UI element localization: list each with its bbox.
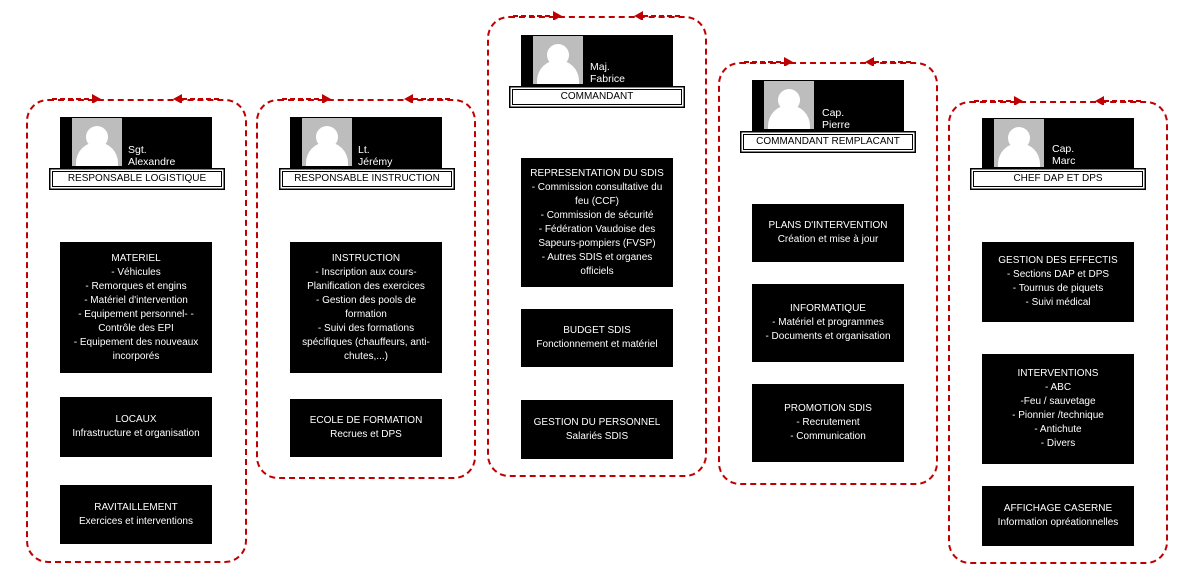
dashed-frame [487,16,707,477]
arrow-right-icon [744,57,793,66]
arrow-left-icon [634,11,683,20]
task-box: BUDGET SDIS Fonctionnement et matériel [521,309,673,367]
arrow-left-icon [865,57,914,66]
role-label: COMMANDANT REMPLACANT [743,134,913,150]
task-box: INSTRUCTION - Inscription aux cours- Pla… [290,242,442,373]
arrow-right-icon [52,94,101,103]
task-box: INTERVENTIONS - ABC -Feu / sauvetage - P… [982,354,1134,464]
role-label: CHEF DAP ET DPS [973,171,1143,187]
arrow-right-icon [282,94,331,103]
arrow-left-icon [404,94,453,103]
task-box: PROMOTION SDIS - Recrutement - Communica… [752,384,904,462]
dashed-frame [718,62,938,485]
arrow-right-icon [974,96,1023,105]
dashed-frame [26,99,247,563]
task-box: RAVITAILLEMENT Exercices et intervention… [60,485,212,544]
task-box: GESTION DES EFFECTIS - Sections DAP et D… [982,242,1134,322]
dashed-frame [256,99,476,479]
role-label: RESPONSABLE INSTRUCTION [282,171,452,187]
task-box: MATERIEL - Véhicules - Remorques et engi… [60,242,212,373]
arrow-left-icon [173,94,222,103]
task-box: LOCAUX Infrastructure et organisation [60,397,212,457]
task-box: PLANS D'INTERVENTION Création et mise à … [752,204,904,262]
avatar [302,118,352,166]
arrow-right-icon [513,11,562,20]
task-box: AFFICHAGE CASERNE Information opréationn… [982,486,1134,546]
task-box: INFORMATIQUE - Matériel et programmes - … [752,284,904,362]
arrow-left-icon [1095,96,1144,105]
task-box: ECOLE DE FORMATION Recrues et DPS [290,399,442,457]
avatar [72,118,122,166]
avatar [764,81,814,129]
task-box: REPRESENTATION DU SDIS - Commission cons… [521,158,673,287]
role-label: COMMANDANT [512,89,682,105]
role-label: RESPONSABLE LOGISTIQUE [52,171,222,187]
task-box: GESTION DU PERSONNEL Salariés SDIS [521,400,673,459]
avatar [994,119,1044,167]
avatar [533,36,583,84]
dashed-frame [948,101,1168,564]
